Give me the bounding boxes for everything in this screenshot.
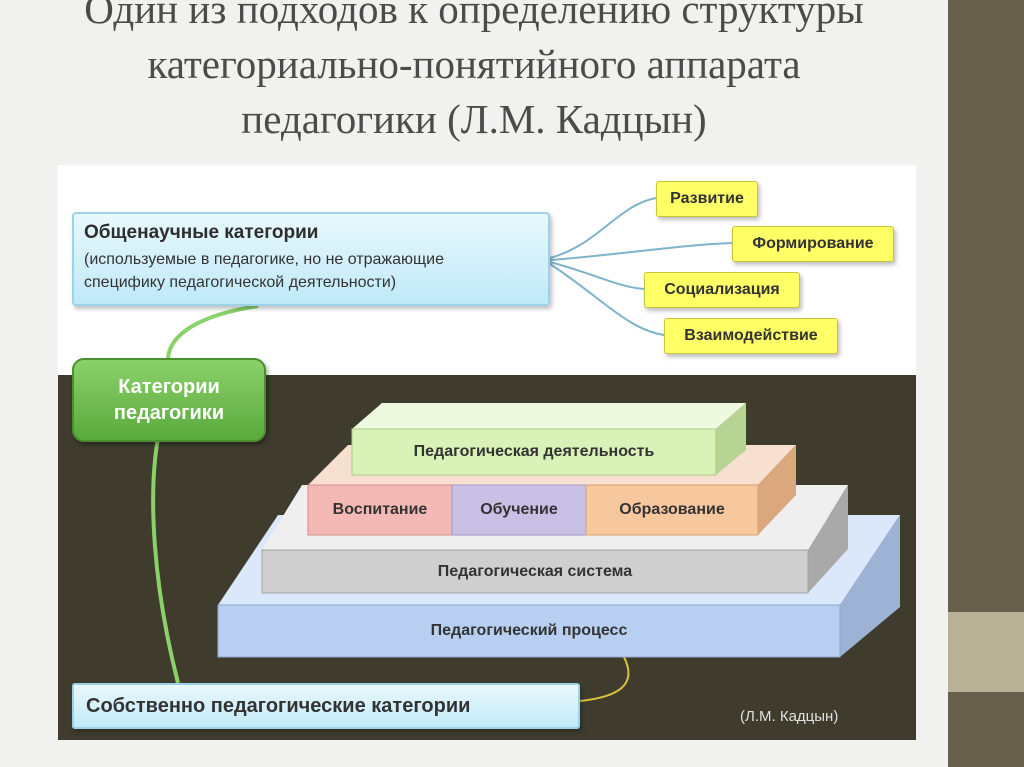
slide-title-line-3: педагогики (Л.М. Кадцын): [241, 96, 707, 142]
process-side-face: [840, 515, 900, 657]
teaching-front-face: [451, 484, 587, 536]
layer-process-label: Педагогический процесс: [430, 622, 628, 639]
process-front-face: [217, 604, 841, 658]
pedagogy-categories-line-1: Категории: [118, 376, 220, 398]
connector-formation: [549, 242, 733, 261]
tag-development: Развитие: [656, 181, 758, 217]
general-categories-title: Общенаучные категории: [84, 222, 319, 243]
activity-top-face: [352, 403, 746, 429]
tag-formation: Формирование: [732, 226, 894, 262]
slide-title: Один из подходов к определению структуры…: [0, 0, 948, 147]
layer-activity-label: Педагогическая деятельность: [413, 443, 655, 460]
slide-title-line-2: категориально-понятийного аппарата: [147, 41, 801, 87]
slide-title-line-1: Один из подходов к определению структуры: [84, 0, 864, 32]
general-categories-box: Общенаучные категории (используемые в пе…: [72, 212, 550, 306]
general-categories-subtitle-line-1: (используемые в педагогике, но не отража…: [84, 251, 445, 268]
activity-side-face: [716, 403, 746, 475]
upbringing-front-face: [307, 484, 453, 536]
connector-development: [549, 197, 657, 259]
layer-education-label: Образование: [619, 501, 725, 518]
connector-pill-to-own: [151, 437, 180, 684]
system-front-face: [261, 549, 809, 594]
pedagogy-categories-line-2: педагогики: [113, 402, 225, 424]
tag-socialization: Социализация: [644, 272, 800, 308]
tag-interaction: Взаимодействие: [664, 318, 838, 354]
layer-teaching-label: Обучение: [480, 501, 558, 518]
own-pedagogical-categories-box: Собственно педагогические категории: [72, 683, 580, 729]
author-caption: (Л.М. Кадцын): [740, 708, 839, 725]
connector-interaction: [549, 263, 665, 336]
pedagogy-categories-pill: Категории педагогики: [72, 358, 266, 442]
system-side-face: [808, 485, 848, 593]
connector-process-to-own: [579, 656, 630, 702]
general-categories-subtitle-line-2: специфику педагогической деятельности): [84, 274, 397, 291]
category-structure-diagram: Общенаучные категории (используемые в пе…: [58, 165, 916, 740]
education-front-face: [585, 484, 759, 536]
layer-upbringing-label: Воспитание: [332, 501, 428, 518]
sidebar-accent-block: [948, 612, 1024, 692]
layer-system-label: Педагогическая система: [437, 562, 633, 580]
triad-side-face: [758, 445, 796, 535]
connector-pill-to-general: [166, 304, 259, 359]
connector-socialization: [549, 261, 645, 290]
activity-front-face: [351, 428, 717, 476]
